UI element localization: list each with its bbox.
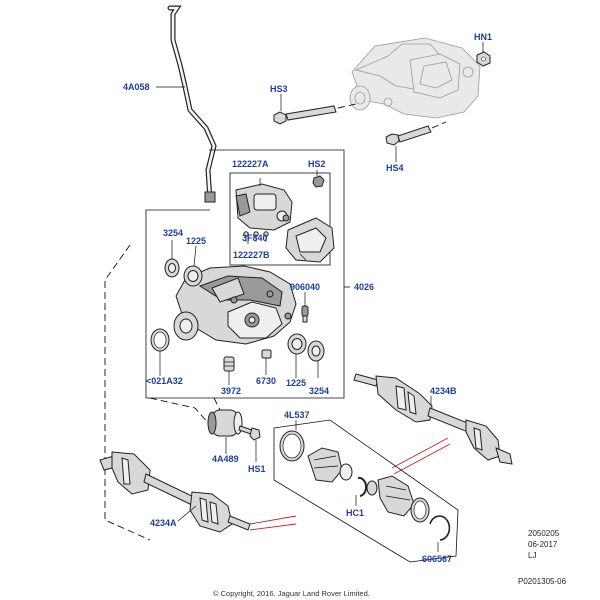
label-differential-assy: 4026 xyxy=(354,282,374,292)
clamp-hc1 xyxy=(357,476,368,497)
electronic-actuator xyxy=(235,183,293,231)
o-ring xyxy=(150,328,170,352)
mount-bolt-hs3 xyxy=(273,105,337,125)
label-seal-left: 3254 xyxy=(163,228,183,238)
label-sensor: 906040 xyxy=(290,282,320,292)
sensor-906040 xyxy=(301,305,309,323)
seal-left xyxy=(164,258,180,278)
label-halfshaft-left: 4234A xyxy=(150,518,177,528)
footer-reference: P0201305-06 xyxy=(518,577,567,586)
actuator-cover xyxy=(282,214,335,263)
footer-initials: LJ xyxy=(528,551,536,560)
label-hs1: HS1 xyxy=(248,464,266,474)
label-hc1: HC1 xyxy=(346,508,364,518)
bearing-right xyxy=(287,333,307,355)
bearing-left xyxy=(183,265,203,287)
label-actuator-sensor: 3F840 xyxy=(242,233,268,243)
label-hs4: HS4 xyxy=(386,163,404,173)
footer-code: 2050205 xyxy=(528,529,560,538)
mount-bolt-hs4 xyxy=(385,125,432,146)
label-seal-right: 3254 xyxy=(309,386,329,396)
label-halfshaft-right: 4234B xyxy=(430,386,457,396)
label-circlip: 606567 xyxy=(422,554,452,564)
label-actuator: 122227A xyxy=(232,159,269,169)
label-bush: 4A489 xyxy=(212,454,239,464)
reference-lines xyxy=(249,437,451,531)
label-bearing-left: 1225 xyxy=(186,236,206,246)
label-breather-hose: 4A058 xyxy=(123,82,150,92)
label-hs3: HS3 xyxy=(270,84,288,94)
label-plug-6730: 6730 xyxy=(256,376,276,386)
plug-3972 xyxy=(223,356,235,372)
bolt-hs1 xyxy=(238,425,261,441)
label-plug-3972: 3972 xyxy=(221,386,241,396)
label-hs2: HS2 xyxy=(308,159,326,169)
footer-date: 06-2017 xyxy=(528,540,558,549)
left-output-flange xyxy=(173,311,199,341)
plug-6730 xyxy=(261,349,272,359)
differential-housing xyxy=(175,265,297,345)
label-o-ring: <021A32 xyxy=(146,376,183,386)
halfshaft-right xyxy=(353,373,513,465)
label-bearing-right: 1225 xyxy=(286,378,306,388)
differential-mounted-view xyxy=(349,37,481,119)
seal-right xyxy=(307,340,325,362)
screw-hs2 xyxy=(312,175,325,188)
label-boot-kit: 4L537 xyxy=(284,410,310,420)
label-hn1: HN1 xyxy=(474,32,492,42)
actuator-screws xyxy=(243,231,269,242)
breather-hose xyxy=(167,5,217,203)
boot-kit-parts xyxy=(279,430,451,541)
halfshaft-left xyxy=(99,451,251,533)
copyright-notice: © Copyright, 2016. Jaguar Land Rover Lim… xyxy=(213,589,370,598)
label-actuator-cover: 122227B xyxy=(233,250,270,260)
bush-4a489 xyxy=(207,409,243,437)
